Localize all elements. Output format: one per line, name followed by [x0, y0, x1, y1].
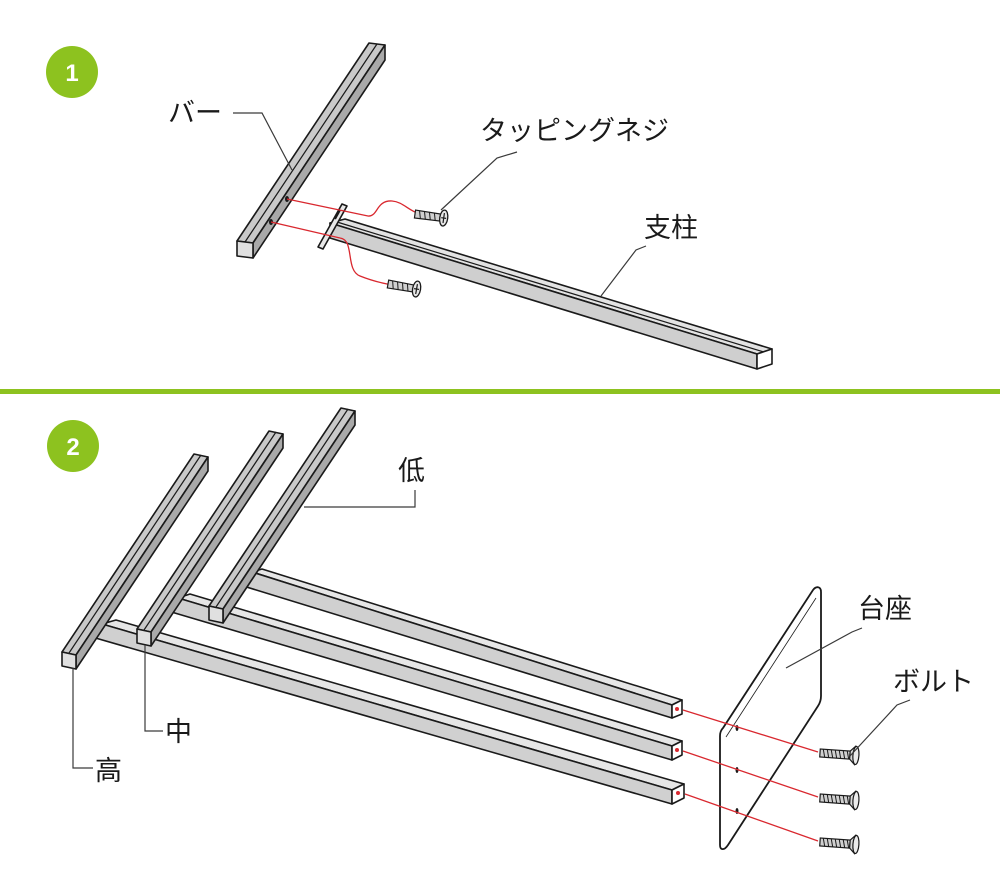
- bar-high: [61, 453, 209, 670]
- step-2: 2: [47, 407, 974, 855]
- label-bolt: ボルト: [893, 667, 974, 698]
- step-1-badge: [46, 46, 98, 98]
- label-post: 支柱: [644, 213, 698, 244]
- label-middle: 中: [165, 717, 192, 748]
- post-part: [317, 203, 773, 370]
- step-1: 1 バー タッピングネジ 支柱: [46, 42, 773, 370]
- step-2-number: 2: [66, 434, 79, 461]
- label-high: 高: [95, 756, 122, 787]
- tapping-screw-lower: [385, 275, 423, 299]
- step-2-badge: [47, 420, 99, 472]
- bar-part: [236, 42, 386, 259]
- base-plate: [719, 586, 822, 851]
- label-low: 低: [398, 456, 425, 487]
- rail-middle: [167, 593, 683, 761]
- section-divider: [0, 389, 1000, 394]
- step-1-number: 1: [65, 60, 78, 87]
- bar-middle: [136, 430, 284, 647]
- bolt-3: [818, 832, 861, 855]
- label-base: 台座: [858, 594, 912, 625]
- bolt-1: [818, 743, 861, 766]
- bolt-2: [818, 788, 861, 811]
- bar-low: [208, 407, 356, 624]
- label-bar: バー: [168, 98, 222, 129]
- label-tapping-screw: タッピングネジ: [480, 116, 669, 147]
- tapping-screw-upper: [413, 205, 450, 228]
- rail-high: [91, 619, 685, 805]
- rail-low: [239, 568, 683, 719]
